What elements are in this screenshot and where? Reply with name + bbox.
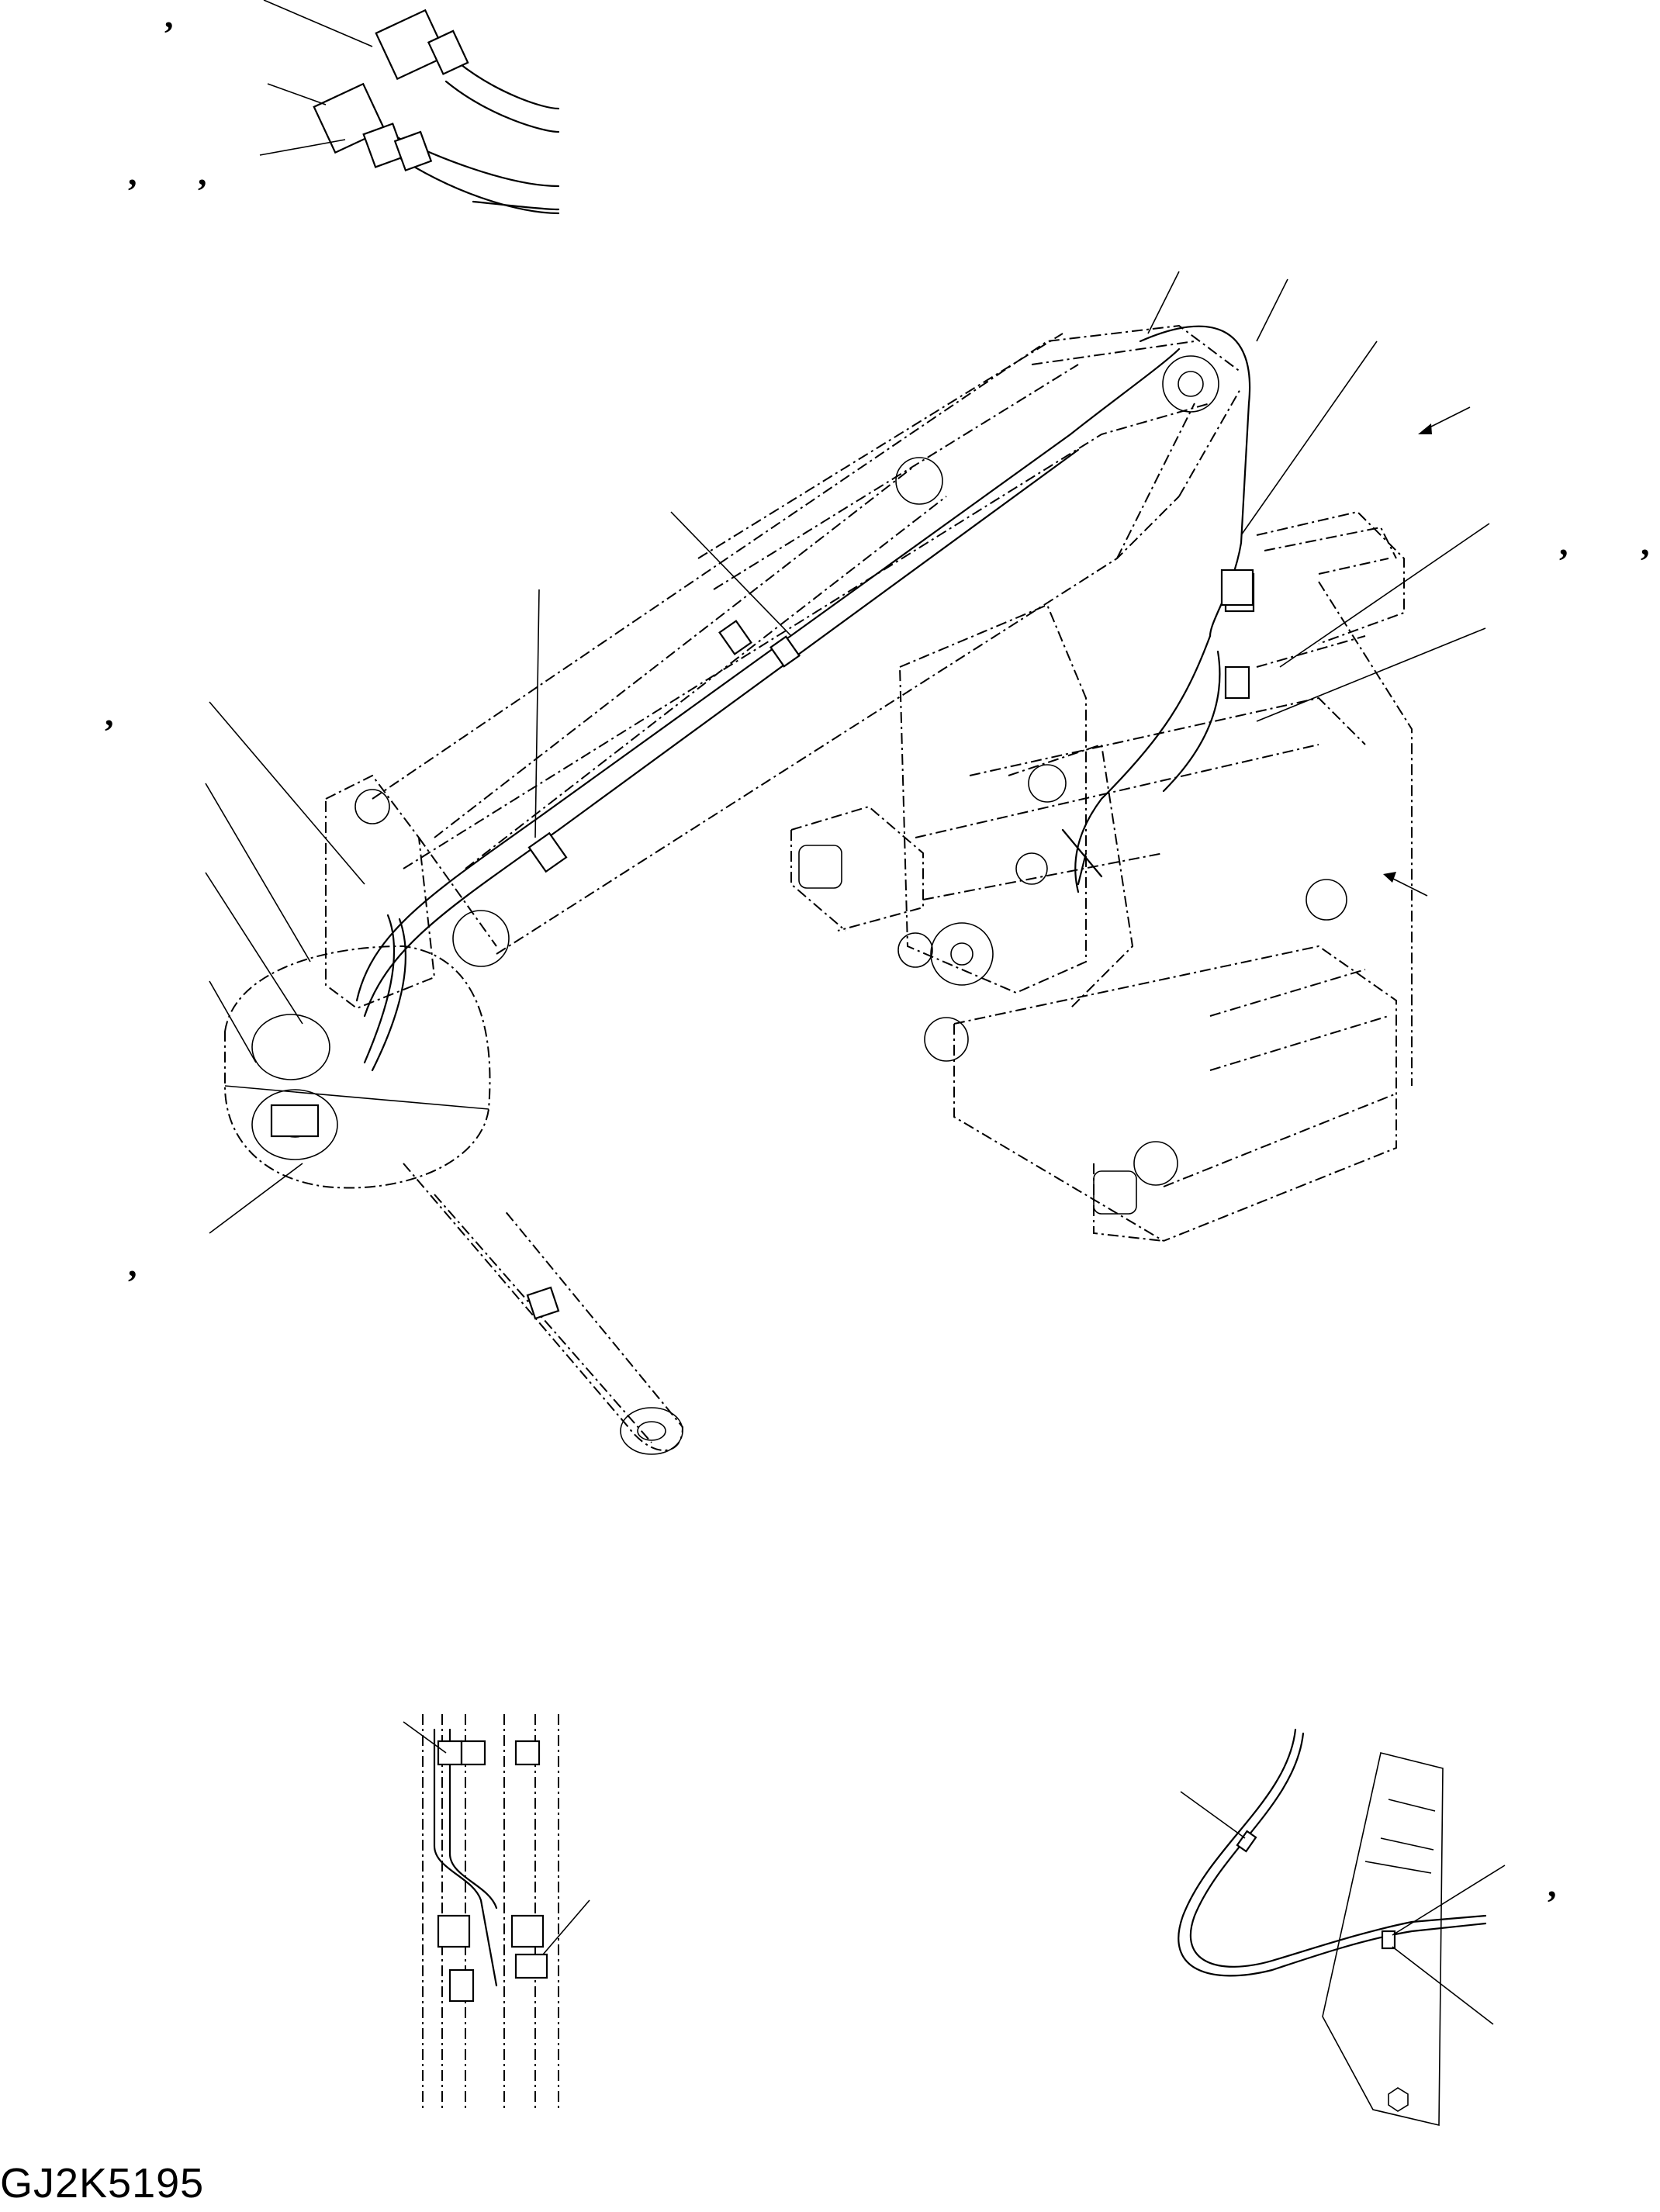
arm-bracket	[325, 774, 510, 1072]
callout-comma: ,	[164, 0, 174, 35]
leader-line	[1392, 1946, 1494, 2025]
leader-line	[263, 0, 373, 47]
junction-block-icon	[1220, 569, 1254, 607]
detail-valve-hoses	[403, 1714, 590, 2110]
callout-comma: ,	[1559, 523, 1568, 562]
callout-comma: ,	[128, 153, 137, 192]
leader-line	[1392, 1865, 1506, 1936]
leader-line	[1180, 1791, 1246, 1839]
callout-comma: ,	[1548, 1865, 1557, 1904]
leader-lines	[205, 271, 1490, 1234]
elbow-fitting-icon	[375, 9, 448, 81]
callout-comma: ,	[1641, 523, 1650, 562]
callout-comma: ,	[198, 153, 207, 192]
callout-comma: ,	[105, 693, 114, 733]
boom-bracket	[897, 603, 1134, 1009]
detail-hose-fittings	[259, 0, 560, 215]
leader-line	[403, 1721, 447, 1754]
hose-clamp-icon	[1236, 1830, 1257, 1853]
drawing-code: GJ2K5195	[0, 2160, 205, 2207]
detail-hose-clamp	[1178, 1728, 1506, 2127]
view-arrow	[1388, 876, 1428, 897]
leader-line	[267, 83, 327, 105]
callout-comma: ,	[128, 1244, 137, 1284]
leader-line	[259, 139, 346, 156]
boom-cylinder	[434, 333, 1079, 869]
leader-line	[542, 1899, 590, 1955]
boom	[372, 324, 1242, 955]
arm	[403, 1163, 684, 1455]
callout-marks: , , , , , , , ,	[105, 0, 1650, 1904]
rotary-unit	[224, 945, 491, 1189]
